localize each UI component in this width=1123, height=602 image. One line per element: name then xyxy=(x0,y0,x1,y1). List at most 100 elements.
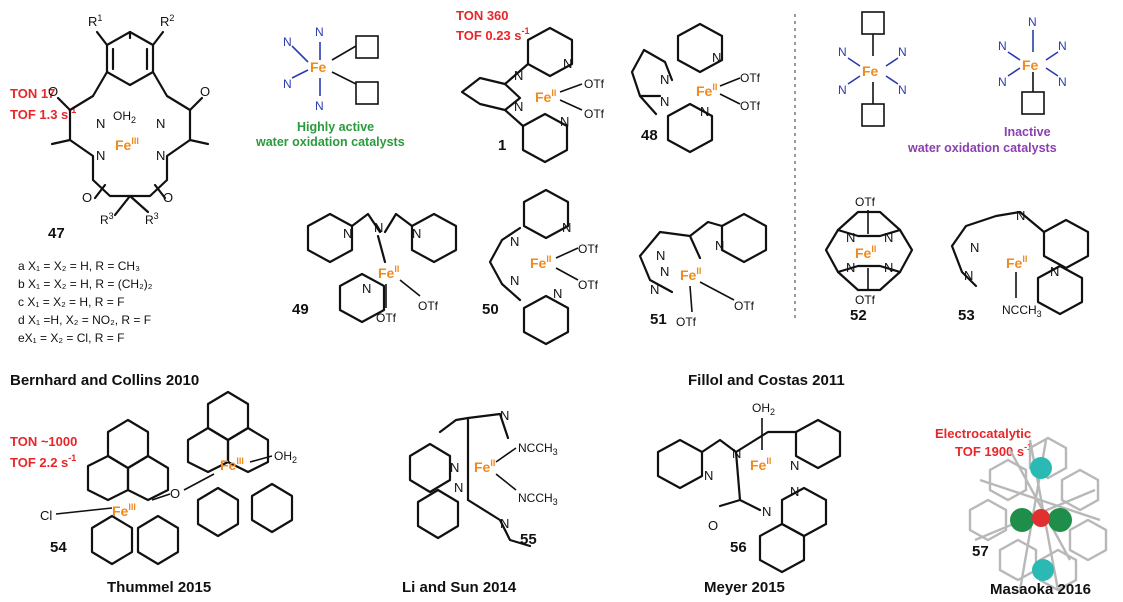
oh2-54: OH2 xyxy=(274,449,297,465)
label-52: 52 xyxy=(850,307,867,324)
svg-text:N: N xyxy=(884,260,893,275)
svg-text:N: N xyxy=(1050,264,1059,279)
cl-54: Cl xyxy=(40,508,52,523)
label-54: 54 xyxy=(50,539,67,556)
variant-c: c X₁ = X₂ = H, R = F xyxy=(18,295,124,309)
oh2-47: OH2 xyxy=(113,109,136,125)
svg-text:N: N xyxy=(1058,39,1067,53)
inactive-line2: water oxidation catalysts xyxy=(907,141,1057,155)
svg-text:N: N xyxy=(283,35,292,49)
o-tr-47: O xyxy=(200,84,210,99)
fe-atom-left xyxy=(1010,508,1034,532)
fe-56: FeII xyxy=(750,456,771,473)
ref-bernhard: Bernhard and Collins 2010 xyxy=(10,372,199,389)
svg-text:N: N xyxy=(1058,75,1067,89)
structure-49: N N N N FeII OTf OTf 49 xyxy=(292,212,458,325)
tof-54: TOF 2.2 s-1 xyxy=(10,453,76,470)
fe-51: FeII xyxy=(680,266,701,283)
fe-atom-bottom xyxy=(1032,559,1054,581)
r3-label-b: R3 xyxy=(145,211,159,227)
phen-ring-d-54 xyxy=(90,514,134,566)
tof-1: TOF 0.23 s-1 xyxy=(456,26,530,43)
fe-55: FeII xyxy=(474,458,495,475)
n-tr-47: N xyxy=(156,116,165,131)
svg-text:OTf: OTf xyxy=(578,278,599,292)
structure-53: N N N N FeII NCCH3 53 xyxy=(950,208,1090,324)
schematic-active: N N N N Fe Highly active water oxidation… xyxy=(255,25,405,149)
structure-57: Electrocatalytic TOF 1900 s-1 57 xyxy=(935,426,1108,592)
phenyl-53 xyxy=(1042,218,1090,270)
active-line2: water oxidation catalysts xyxy=(255,135,405,149)
structure-47: TON 17 TOF 1.3 s-1 R1 R2 O O O O R3 R3 N… xyxy=(10,13,210,242)
fe-54-a: FeIII xyxy=(112,502,136,519)
svg-text:N: N xyxy=(1028,15,1037,29)
label-53: 53 xyxy=(958,307,975,324)
fe-50: FeII xyxy=(530,254,551,271)
svg-text:N: N xyxy=(1016,208,1025,223)
r2-label: R2 xyxy=(160,13,174,29)
svg-text:N: N xyxy=(553,286,562,301)
structure-51: N N N N FeII OTf OTf 51 xyxy=(638,212,768,329)
pyridine-top-48 xyxy=(676,22,724,74)
label-55: 55 xyxy=(520,531,537,548)
svg-text:N: N xyxy=(510,273,519,288)
pyridine-right-49 xyxy=(410,212,458,264)
r3-label-a: R3 xyxy=(100,211,114,227)
svg-text:N: N xyxy=(656,248,665,263)
phen-ring-b-54 xyxy=(86,454,130,502)
svg-text:N: N xyxy=(964,268,973,283)
n-tl-47: N xyxy=(96,116,105,131)
svg-text:N: N xyxy=(846,230,855,245)
oxygen-atom xyxy=(1032,509,1050,527)
structure-55: N N N N FeII NCCH3 NCCH3 55 xyxy=(408,408,558,548)
n-bl-47: N xyxy=(96,148,105,163)
label-51: 51 xyxy=(650,311,667,328)
svg-text:N: N xyxy=(712,50,721,65)
svg-text:N: N xyxy=(898,83,907,97)
phen-ring-j-54 xyxy=(250,482,294,534)
svg-text:OTf: OTf xyxy=(855,293,876,307)
svg-text:OTf: OTf xyxy=(584,77,605,91)
pyridine-top-50 xyxy=(522,188,570,240)
fe-48: FeII xyxy=(696,82,717,99)
svg-text:N: N xyxy=(362,281,371,296)
svg-text:N: N xyxy=(898,45,907,59)
bipyridine-55 xyxy=(416,488,460,540)
svg-text:OTf: OTf xyxy=(418,299,439,313)
structure-56: N N N N N O OH2 FeII 56 xyxy=(656,401,842,574)
ref-li: Li and Sun 2014 xyxy=(402,579,517,596)
ref-masaoka: Masaoka 2016 xyxy=(990,581,1091,598)
phen-ring-h-54 xyxy=(226,426,270,474)
pyridine-51 xyxy=(720,212,768,264)
svg-text:N: N xyxy=(283,77,292,91)
phen-ring-e-54 xyxy=(136,514,180,566)
svg-text:OTf: OTf xyxy=(740,71,761,85)
svg-text:N: N xyxy=(374,220,383,235)
pyridine-right-56 xyxy=(794,418,842,470)
o-bridge-54: O xyxy=(170,486,180,501)
label-1: 1 xyxy=(498,137,506,154)
fe-schematic-inactive-b: Fe xyxy=(1022,57,1039,73)
o-tl-47: O xyxy=(48,84,58,99)
pyridine-53 xyxy=(1036,264,1084,316)
svg-text:N: N xyxy=(998,39,1007,53)
svg-text:N: N xyxy=(970,240,979,255)
pyridine-bottom-48 xyxy=(666,102,714,154)
variant-e: eX₁ = X₂ = Cl, R = F xyxy=(18,331,124,345)
pyridine-left-49 xyxy=(306,212,354,264)
ligand-55-b: NCCH3 xyxy=(518,491,558,507)
svg-text:OTf: OTf xyxy=(584,107,605,121)
ref-meyer: Meyer 2015 xyxy=(704,579,785,596)
svg-text:OTf: OTf xyxy=(740,99,761,113)
svg-text:OTf: OTf xyxy=(676,315,697,329)
svg-text:N: N xyxy=(514,68,523,83)
ton-1: TON 360 xyxy=(456,8,509,23)
fe-53: FeII xyxy=(1006,254,1027,271)
label-57: 57 xyxy=(972,543,989,560)
pyridine-top-1 xyxy=(526,26,574,78)
label-49: 49 xyxy=(292,301,309,318)
structure-52: OTf OTf N N N N FeII 52 xyxy=(824,195,914,324)
pyridine-bottom-50 xyxy=(522,294,570,346)
svg-text:N: N xyxy=(700,104,709,119)
